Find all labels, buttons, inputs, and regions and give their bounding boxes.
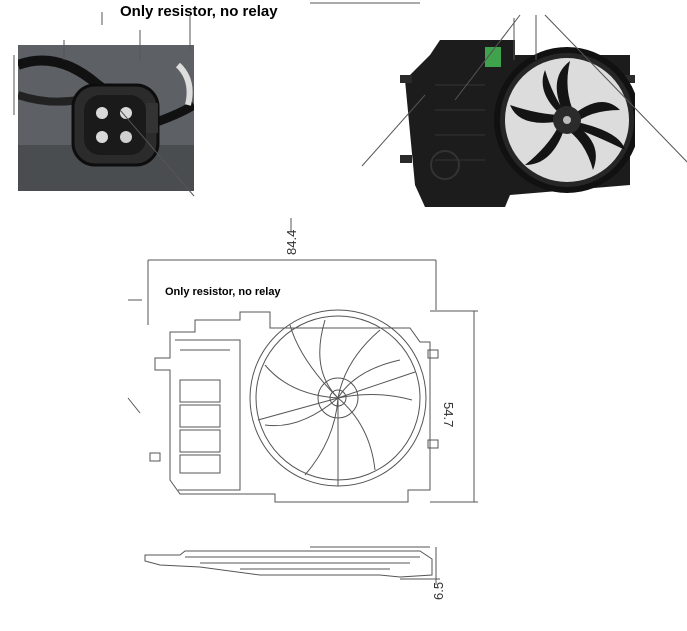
drawing-caption: Only resistor, no relay [165,286,281,298]
connector-illustration [18,45,194,191]
height-dimension-label: 54.7 [441,402,456,428]
side-view-drawing [144,546,440,585]
fan-photo [395,35,635,210]
connector-photo [18,45,194,191]
fan-photo-illustration [400,40,635,207]
width-dimension-label: 84.4 [284,229,299,255]
top-caption: Only resistor, no relay [120,3,278,20]
depth-dimension-label: 6.5 [431,581,446,600]
front-view-drawing [147,259,478,503]
